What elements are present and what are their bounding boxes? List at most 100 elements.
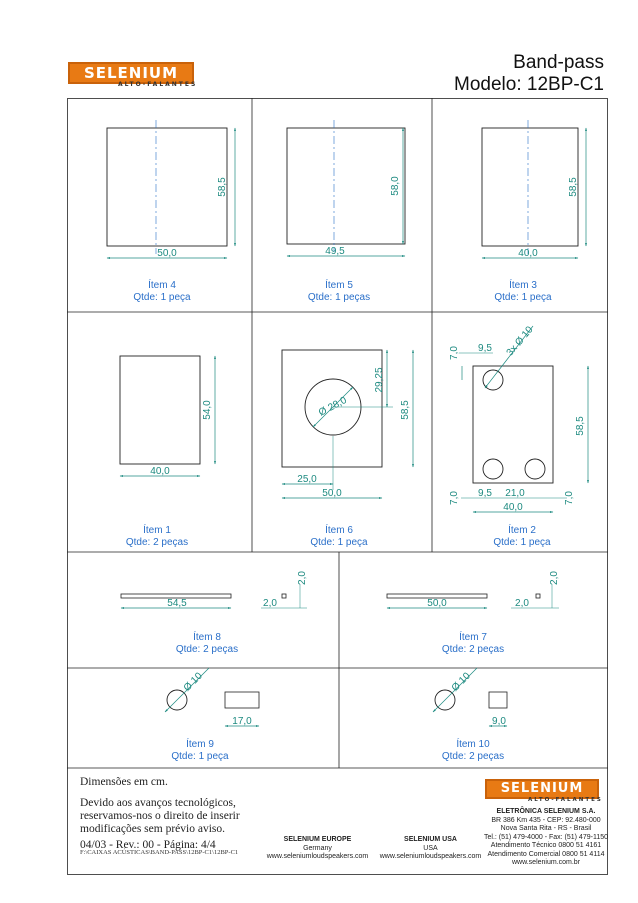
usa-country: USA (423, 844, 438, 852)
item4-panel (106, 127, 228, 247)
company-sales: Atendimento Comercial 0800 51 4114 (487, 850, 605, 858)
item5-qty: Qtde: 1 peças (308, 292, 370, 303)
item9-diameter: Ø 10 (182, 670, 205, 693)
brand-logo-footer-subtitle: ALTO-FALANTES (528, 797, 603, 803)
company-website[interactable]: www.selenium.com.br (511, 859, 581, 866)
item8-thickness-v: 2,0 (297, 571, 308, 585)
footer-company: ELETRÔNICA SELENIUM S.A. BR 386 Km 435 -… (482, 808, 610, 868)
item8-thickness: 2,0 (263, 598, 277, 609)
item2-bottom: 7,0 (449, 491, 460, 505)
company-city: Nova Santa Rita - RS - Brasil (500, 825, 592, 832)
item2-drawing: 3x Ø 10 7,0 9,5 58,5 7,0 9,5 21,0 7,0 40… (449, 324, 590, 548)
item10-diameter: Ø 10 (450, 670, 473, 693)
item7-thickness: 2,0 (515, 598, 529, 609)
item3-drawing: 40,0 58,5 Ítem 3 Qtde: 1 peça (481, 120, 588, 303)
footer-usa: SELENIUM USA USA www.seleniumloudspeaker… (368, 836, 493, 862)
item10-length: 9,0 (492, 716, 506, 727)
item2-width: 40,0 (503, 502, 523, 513)
item3-panel (481, 127, 579, 247)
usa-title: SELENIUM USA (404, 836, 457, 843)
disclaimer-line: modificações sem prévio aviso. (80, 823, 225, 835)
item4-qty: Qtde: 1 peça (133, 292, 191, 303)
item8-section (281, 593, 287, 599)
item4-drawing: 50,0 58,5 Ítem 4 Qtde: 1 peça (106, 120, 237, 303)
company-address: BR 386 Km 435 - CEP: 92.480-000 (491, 816, 601, 824)
item4-width: 50,0 (157, 248, 177, 259)
item5-panel (286, 127, 406, 245)
disclaimer-line: reservamos-nos o direito de inserir (80, 810, 240, 822)
page-title: Band-pass Modelo: 12BP-C1 (454, 52, 604, 96)
company-phone: Tel.: (51) 479-4000 - Fax: (51) 479-1150 (484, 833, 608, 841)
item7-length: 50,0 (427, 598, 447, 609)
item3-qty: Qtde: 1 peça (494, 292, 552, 303)
units-note: Dimensões em cm. (80, 776, 168, 788)
item8-label: Ítem 8 (193, 630, 221, 643)
item10-block (488, 691, 508, 709)
item2-left-bottom: 9,5 (478, 488, 492, 499)
item7-drawing: 50,0 2,0 2,0 Ítem 7 Qtde: 2 peças (386, 571, 560, 655)
item7-label: Ítem 7 (459, 630, 487, 643)
item7-section (535, 593, 541, 599)
item1-width: 40,0 (150, 466, 170, 477)
brand-logo-footer: SELENIUM (485, 779, 599, 799)
company-name: ELETRÔNICA SELENIUM S.A. (496, 808, 596, 815)
item2-right: 7,0 (564, 491, 575, 505)
usa-site: www.seleniumloudspeakers.com (379, 853, 482, 860)
item1-qty: Qtde: 2 peças (126, 537, 188, 548)
item2-hole (482, 458, 504, 480)
item1-drawing: 40,0 54,0 Ítem 1 Qtde: 2 peças (119, 355, 217, 548)
item7-strip (386, 593, 488, 599)
item7-thickness-v: 2,0 (549, 571, 560, 585)
item5-height: 58,0 (390, 176, 401, 196)
disclaimer-line: Devido aos avanços tecnológicos, (80, 797, 236, 809)
item2-top: 7,0 (449, 346, 460, 360)
item9-block (224, 691, 260, 709)
footer-europe: SELENIUM EUROPE Germany www.seleniumloud… (255, 836, 380, 862)
europe-title: SELENIUM EUROPE (283, 836, 352, 843)
item10-drawing: Ø 10 9,0 Ítem 10 Qtde: 2 peças (432, 667, 508, 762)
item4-label: Ítem 4 (148, 278, 176, 291)
item6-hole-x: 25,0 (297, 474, 317, 485)
item8-drawing: 54,5 2,0 2,0 Ítem 8 Qtde: 2 peças (120, 571, 308, 655)
item9-label: Ítem 9 (186, 737, 214, 750)
company-tech-support: Atendimento Técnico 0800 51 4161 (490, 842, 602, 849)
item2-left: 9,5 (478, 343, 492, 354)
item2-spacing: 21,0 (505, 488, 525, 499)
file-path: F:\CAIXAS ACÚSTICAS\BAND-PASS\12BP-C1\12… (80, 849, 239, 856)
item5-drawing: 49,5 58,0 Ítem 5 Qtde: 1 peças (286, 120, 406, 303)
item1-label: Ítem 1 (143, 523, 171, 536)
item10-label: Ítem 10 (456, 737, 490, 750)
title-line1: Band-pass (513, 52, 604, 73)
item8-length: 54,5 (167, 598, 187, 609)
item6-panel (281, 349, 383, 468)
item6-width: 50,0 (322, 488, 342, 499)
notes-block: Dimensões em cm. Devido aos avanços tecn… (80, 776, 240, 852)
item1-height: 54,0 (202, 400, 213, 420)
item9-drawing: Ø 10 17,0 Ítem 9 Qtde: 1 peça (164, 667, 260, 762)
sheet-border (67, 98, 608, 875)
drawing-sheet: 50,0 58,5 Ítem 4 Qtde: 1 peça 49,5 58,0 … (67, 98, 608, 875)
item10-circle (434, 689, 456, 711)
item2-hole (524, 458, 546, 480)
item1-panel (119, 355, 201, 465)
item6-label: Ítem 6 (325, 523, 353, 536)
item2-qty: Qtde: 1 peça (493, 537, 551, 548)
item2-holes: 3x Ø 10 (505, 324, 536, 358)
item9-qty: Qtde: 1 peça (171, 751, 229, 762)
item6-drawing: Ø 28,0 25,0 50,0 29,25 58,5 Ítem 6 Qtde:… (281, 349, 415, 548)
item10-qty: Qtde: 2 peças (442, 751, 504, 762)
item8-qty: Qtde: 2 peças (176, 644, 238, 655)
brand-logo-subtitle: ALTO-FALANTES (118, 81, 198, 88)
item6-height: 58,5 (400, 400, 411, 420)
brand-logo: SELENIUM (68, 62, 194, 84)
europe-site: www.seleniumloudspeakers.com (266, 853, 369, 860)
revision-info: 04/03 - Rev.: 00 - Página: 4/4 (80, 839, 216, 851)
item6-qty: Qtde: 1 peça (310, 537, 368, 548)
item2-panel (472, 365, 554, 484)
item8-strip (120, 593, 232, 599)
title-line2: Modelo: 12BP-C1 (454, 74, 604, 95)
item6-hole-y: 29,25 (374, 367, 385, 392)
europe-country: Germany (303, 844, 332, 852)
item3-width: 40,0 (518, 248, 538, 259)
item4-height: 58,5 (217, 177, 228, 197)
